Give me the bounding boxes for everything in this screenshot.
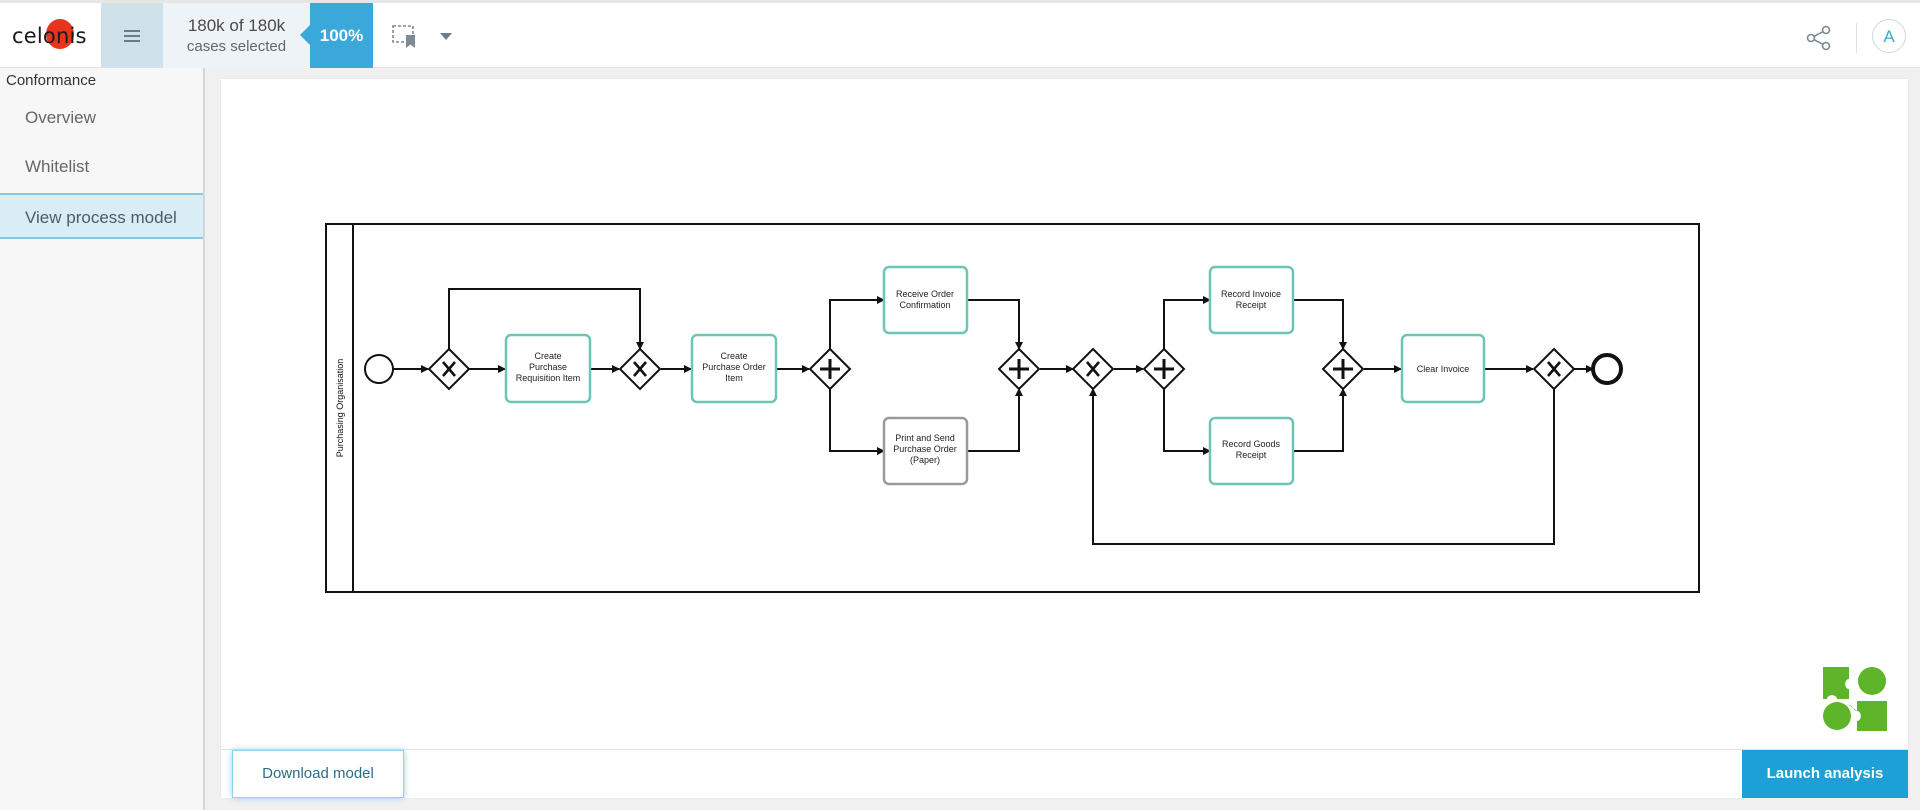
divider xyxy=(1856,23,1857,53)
task-label: Clear Invoice xyxy=(1417,364,1470,374)
task-label: Create xyxy=(534,351,561,361)
process-model-panel: Purchasing Organisation xyxy=(221,79,1908,798)
task-label: Receipt xyxy=(1236,450,1267,460)
and-gateway xyxy=(997,347,1041,391)
avatar[interactable]: A xyxy=(1872,19,1906,53)
task-label: Create xyxy=(720,351,747,361)
task-label: Receive Order xyxy=(896,289,954,299)
logo-text: celonis xyxy=(12,24,87,48)
sidebar-item-overview[interactable]: Overview xyxy=(25,108,96,127)
task-label: Purchase Order xyxy=(893,444,957,454)
sidebar-item-view-process-model[interactable]: View process model xyxy=(0,193,203,239)
xor-gateway xyxy=(618,347,662,391)
task-record-goods-receipt[interactable]: Record Goods Receipt xyxy=(1208,416,1295,486)
task-label: Receipt xyxy=(1236,300,1267,310)
task-label: Purchase xyxy=(529,362,567,372)
celonis-logo[interactable]: celonis xyxy=(12,19,88,51)
launch-analysis-button[interactable]: Launch analysis xyxy=(1742,750,1908,798)
task-receive-order-confirmation[interactable]: Receive Order Confirmation xyxy=(882,265,969,335)
and-gateway xyxy=(1142,347,1186,391)
celonis-puzzle-icon xyxy=(1823,667,1887,731)
cases-count: 180k of 180k xyxy=(187,16,286,35)
pool-label: Purchasing Organisation xyxy=(335,359,345,458)
cases-label: cases selected xyxy=(186,38,287,55)
selection-bookmark-icon[interactable] xyxy=(392,25,418,49)
selection-percent-badge[interactable]: 100% xyxy=(300,3,373,68)
task-label: Item xyxy=(725,373,743,383)
logo-dot xyxy=(46,19,74,49)
task-clear-invoice[interactable]: Clear Invoice xyxy=(1400,333,1486,404)
sidebar-item-whitelist[interactable]: Whitelist xyxy=(25,157,90,176)
top-bar: celonis 180k of 180k cases selected 100%… xyxy=(0,0,1920,68)
pool xyxy=(325,223,1700,593)
task-label: Record Goods xyxy=(1222,439,1281,449)
and-gateway xyxy=(1321,347,1365,391)
chevron-down-icon[interactable] xyxy=(440,33,452,40)
task-label: (Paper) xyxy=(910,455,940,465)
task-label: Purchase Order xyxy=(702,362,766,372)
and-gateway xyxy=(808,347,852,391)
share-icon[interactable] xyxy=(1806,25,1832,51)
xor-gateway xyxy=(1071,347,1115,391)
xor-gateway xyxy=(427,347,471,391)
download-model-button[interactable]: Download model xyxy=(232,750,404,798)
bpmn-diagram: Purchasing Organisation xyxy=(325,223,1700,593)
panel-footer: Download model Launch analysis xyxy=(221,749,1908,798)
task-print-and-send-purchase-order[interactable]: Print and Send Purchase Order (Paper) xyxy=(882,416,969,486)
end-event xyxy=(1591,353,1623,385)
task-record-invoice-receipt[interactable]: Record Invoice Receipt xyxy=(1208,265,1295,335)
menu-button[interactable] xyxy=(101,3,163,68)
start-event xyxy=(364,354,394,384)
task-label: Requisition Item xyxy=(516,373,581,383)
task-label: Record Invoice xyxy=(1221,289,1281,299)
task-label: Print and Send xyxy=(895,433,955,443)
hamburger-icon xyxy=(124,29,140,42)
task-label: Confirmation xyxy=(899,300,950,310)
task-create-purchase-requisition-item[interactable]: Create Purchase Requisition Item xyxy=(504,333,592,404)
sidebar-title: Conformance xyxy=(6,72,97,89)
task-create-purchase-order-item[interactable]: Create Purchase Order Item xyxy=(690,333,778,404)
xor-gateway xyxy=(1532,347,1576,391)
sidebar: Conformance Overview Whitelist View proc… xyxy=(0,68,205,810)
case-selection-summary[interactable]: 180k of 180k cases selected xyxy=(163,3,310,68)
sequence-flows xyxy=(379,288,1594,545)
